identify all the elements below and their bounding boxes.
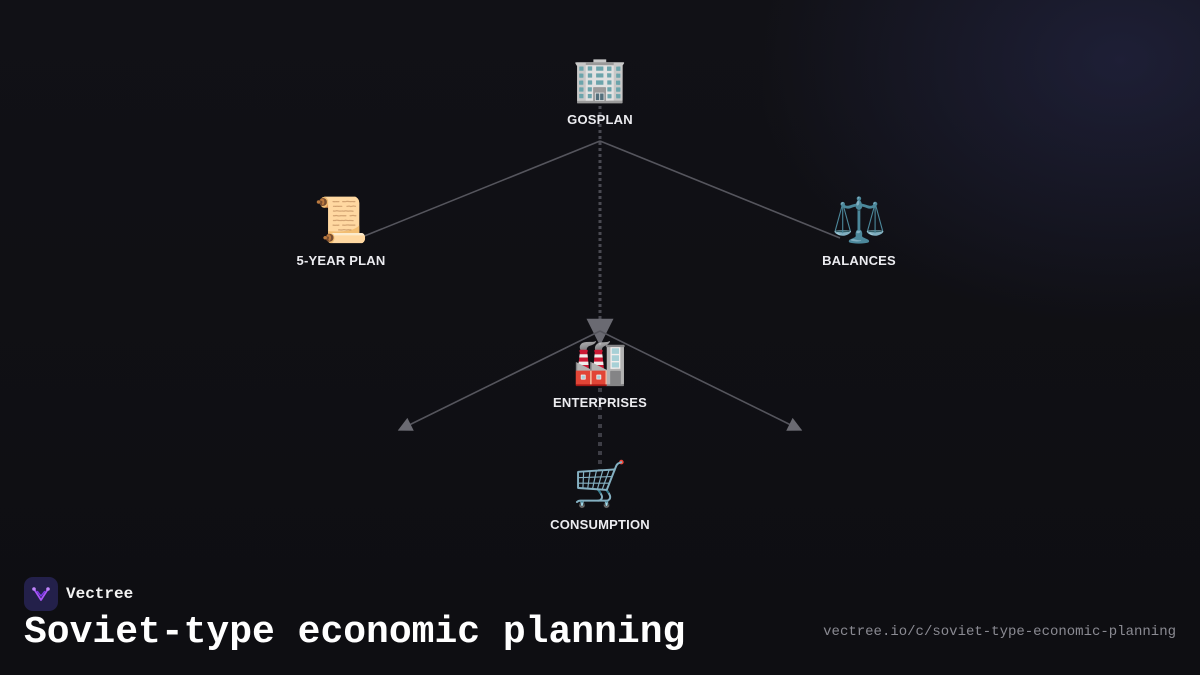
edge-enterprises-to-left: [397, 330, 601, 431]
edge-gosplan-to-balances: [599, 140, 841, 239]
node-enterprises: 🏭 ENTERPRISES: [520, 337, 680, 410]
node-consumption: 🛒 CONSUMPTION: [520, 459, 680, 532]
node-label: BALANCES: [822, 253, 896, 268]
page-title: Soviet-type economic planning: [24, 611, 686, 654]
balance-scale-icon: ⚖️: [831, 195, 887, 246]
node-label: ENTERPRISES: [553, 395, 647, 410]
scroll-icon: 📜: [313, 195, 369, 246]
edge-gosplan-to-plan: [356, 140, 601, 240]
brand: Vectree: [24, 577, 133, 611]
page-url[interactable]: vectree.io/c/soviet-type-economic-planni…: [823, 624, 1176, 640]
node-label: CONSUMPTION: [550, 517, 650, 532]
edge-enterprises-to-right: [599, 330, 803, 431]
node-label: 5-YEAR PLAN: [296, 253, 386, 268]
node-gosplan: 🏢 GOSPLAN: [520, 54, 680, 127]
office-building-icon: 🏢: [572, 54, 628, 105]
node-label: GOSPLAN: [567, 112, 633, 127]
node-5-year-plan: 📜 5-YEAR PLAN: [261, 195, 421, 268]
shopping-cart-icon: 🛒: [572, 459, 628, 510]
vectree-logo-icon: [24, 577, 58, 611]
node-balances: ⚖️ BALANCES: [779, 195, 939, 268]
brand-name: Vectree: [66, 585, 134, 603]
factory-icon: 🏭: [572, 337, 628, 388]
